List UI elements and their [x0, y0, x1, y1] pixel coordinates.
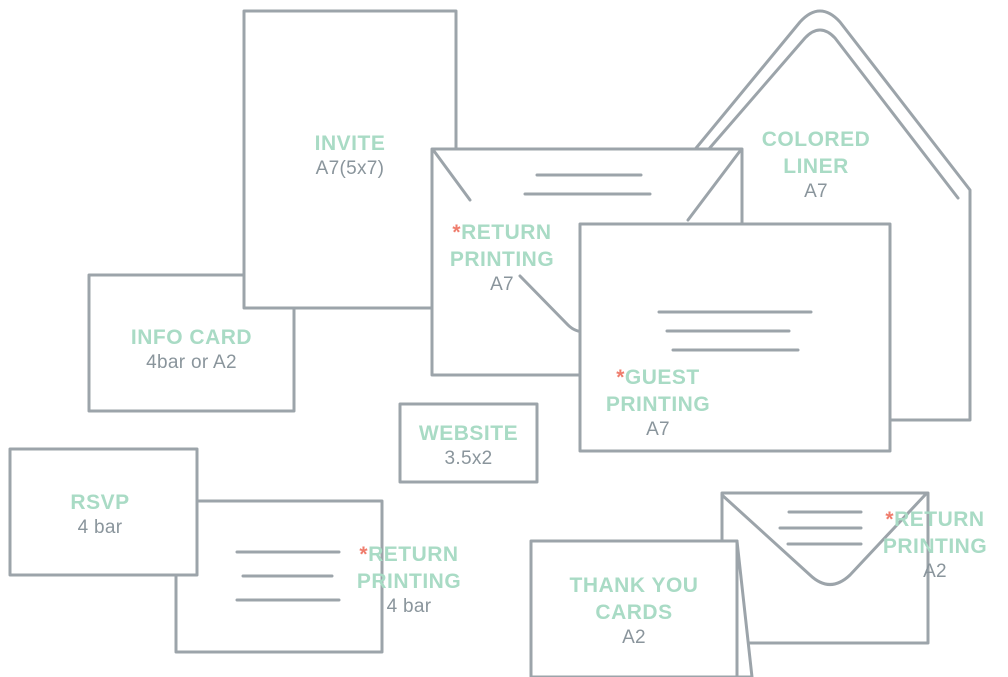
return-4bar-size: 4 bar: [386, 596, 432, 617]
invite-label: INVITE A7(5x7): [244, 130, 456, 181]
return-envelope-a2: [720, 491, 930, 645]
return-4bar-line2: PRINTING: [356, 570, 462, 593]
website-label: WEBSITE 3.5x2: [400, 420, 537, 471]
return-a7-line1: RETURN: [461, 221, 552, 244]
info-card-size: 4bar or A2: [146, 352, 237, 373]
colored-liner-line2: LINER: [783, 155, 849, 178]
guest-printing-envelope: [578, 222, 892, 453]
rsvp-size: 4 bar: [77, 517, 123, 538]
info-card-title: INFO CARD: [130, 326, 253, 349]
rsvp-label: RSVP 4 bar: [10, 489, 190, 540]
colored-liner-line1: COLORED: [761, 128, 871, 151]
return-4bar-label: *RETURN PRINTING 4 bar: [340, 541, 478, 619]
return-a2-size: A2: [923, 561, 947, 582]
website-title: WEBSITE: [418, 422, 519, 445]
guest-printing-label: *GUEST PRINTING A7: [590, 364, 726, 442]
return-a2-line1: RETURN: [894, 508, 985, 531]
return-a7-size: A7: [490, 274, 514, 295]
guest-printing-asterisk: *: [616, 366, 625, 389]
invite-size: A7(5x7): [315, 158, 385, 179]
return-a2-line2: PRINTING: [882, 535, 988, 558]
thank-you-label: THANK YOU CARDS A2: [541, 572, 727, 650]
guest-printing-size: A7: [646, 419, 670, 440]
invite-card-shape: [242, 9, 458, 310]
colored-liner-size: A7: [804, 181, 828, 202]
website-size: 3.5x2: [444, 448, 493, 469]
website-card-shape: [398, 402, 539, 484]
thank-you-cards-shape: [529, 539, 754, 677]
return-a2-label: *RETURN PRINTING A2: [866, 506, 1004, 584]
thank-you-line1: THANK YOU: [569, 574, 699, 597]
return-4bar-line1: RETURN: [368, 543, 459, 566]
guest-printing-line1: GUEST: [624, 366, 700, 389]
return-a7-asterisk: *: [452, 221, 462, 244]
info-card-label: INFO CARD 4bar or A2: [89, 324, 294, 375]
colored-liner-label: COLORED LINER A7: [741, 126, 891, 204]
invite-title: INVITE: [314, 132, 386, 155]
return-4bar-asterisk: *: [359, 543, 369, 566]
return-a7-label: *RETURN PRINTING A7: [434, 219, 570, 297]
thank-you-line2: CARDS: [595, 601, 673, 624]
return-a2-asterisk: *: [885, 508, 895, 531]
return-a7-line2: PRINTING: [449, 248, 555, 271]
return-envelope-4bar: [174, 499, 384, 654]
thank-you-size: A2: [622, 627, 646, 648]
guest-printing-line2: PRINTING: [605, 393, 711, 416]
rsvp-card-shape: [8, 447, 199, 577]
rsvp-title: RSVP: [70, 491, 130, 514]
